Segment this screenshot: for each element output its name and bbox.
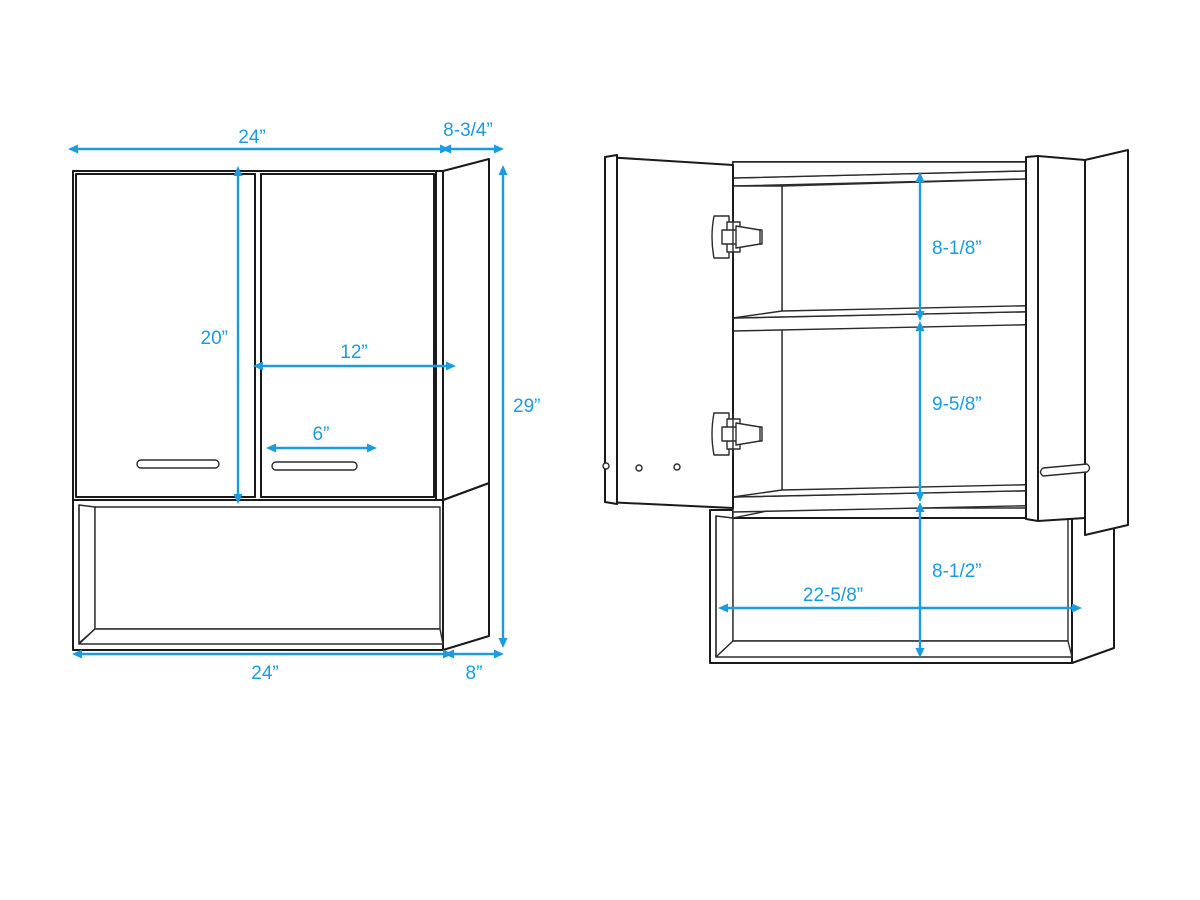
dim-label-handle-length: 6” bbox=[313, 424, 330, 445]
dim-label-lower-shelf-opening: 9-5/8” bbox=[932, 394, 982, 415]
door-left-panel bbox=[75, 173, 256, 498]
open-shelf-inner-left-wall bbox=[78, 504, 96, 644]
dim-label-bottom-width: 24” bbox=[251, 663, 278, 684]
door-right-closed-outer-edge bbox=[1025, 155, 1039, 522]
hinge-upper bbox=[711, 215, 763, 259]
shelf-pin-hole-edge bbox=[602, 462, 610, 470]
cabinet-front-edge-strip bbox=[435, 170, 444, 501]
cabinet-right-side-face-2 bbox=[1084, 149, 1129, 536]
dim-label-overall-height: 29” bbox=[513, 396, 540, 417]
front-open-view: 8-1/8” 9-5/8” 8-1/2” 22-5/8” bbox=[602, 149, 1129, 664]
open-shelf-bottom-deck bbox=[78, 628, 444, 645]
open-shelf-right-side bbox=[442, 482, 490, 651]
hinge-lower bbox=[711, 412, 763, 456]
open-shelf-back-panel bbox=[94, 506, 441, 630]
front-closed-view: 24” 8-3/4” 20” 12” 6” 29” 24” 8” bbox=[68, 120, 540, 684]
dim-label-bottom-depth: 8” bbox=[466, 663, 483, 684]
open-shelf-back-panel-2 bbox=[732, 517, 1069, 642]
dim-label-top-depth: 8-3/4” bbox=[443, 120, 493, 141]
cabinet-right-side-face bbox=[442, 158, 490, 501]
shelf-pin-hole-1 bbox=[635, 464, 643, 472]
shelf-pin-hole-2 bbox=[673, 463, 681, 471]
dim-label-door-height: 20” bbox=[201, 328, 228, 349]
open-shelf-inner-left-wall-2 bbox=[715, 515, 734, 658]
door-left-open-edge bbox=[604, 154, 618, 505]
open-shelf-bottom-deck-2 bbox=[715, 640, 1073, 658]
door-right-handle[interactable] bbox=[271, 461, 358, 471]
dim-label-open-shelf-height: 8-1/2” bbox=[932, 561, 982, 582]
cabinet-interior-back-panel bbox=[781, 177, 1064, 509]
dim-label-top-width: 24” bbox=[238, 127, 265, 148]
dim-label-door-width: 12” bbox=[340, 342, 367, 363]
door-left-handle[interactable] bbox=[136, 459, 220, 469]
dim-label-open-shelf-width: 22-5/8” bbox=[803, 585, 863, 606]
dim-label-upper-shelf-opening: 8-1/8” bbox=[932, 238, 982, 259]
door-right-handle-2[interactable] bbox=[1039, 463, 1091, 477]
